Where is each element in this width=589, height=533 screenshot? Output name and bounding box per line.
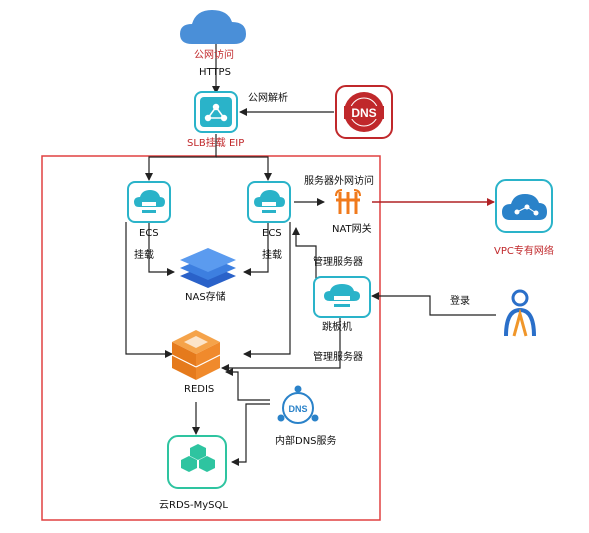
ecs-right-icon bbox=[247, 181, 291, 223]
arrow-bastion-to-ecs bbox=[292, 227, 317, 296]
arrow-user-to-bastion bbox=[371, 292, 496, 316]
label-server-outbound: 服务器外网访问 bbox=[304, 176, 374, 187]
arrow-ecs-right-to-redis bbox=[243, 222, 291, 358]
label-mount-left: 挂载 bbox=[134, 250, 154, 261]
label-https: HTTPS bbox=[199, 67, 231, 78]
arrow-ecs-left-to-nas bbox=[148, 222, 175, 276]
arrow-dns-to-rds bbox=[231, 403, 270, 466]
arrow-ecs-left-to-redis bbox=[125, 222, 173, 358]
label-ecs-right: ECS bbox=[262, 228, 282, 239]
redis-icon bbox=[171, 330, 221, 380]
ecs-left-icon bbox=[127, 181, 171, 223]
connectors bbox=[125, 44, 496, 466]
dns-globe-icon: DNS bbox=[335, 85, 393, 139]
arrow-bastion-to-redis bbox=[221, 318, 341, 372]
cloud-icon bbox=[180, 10, 246, 44]
label-bastion: 跳板机 bbox=[322, 322, 352, 333]
label-slb-eip: SLB挂载 EIP bbox=[187, 138, 245, 149]
dns-public-text: DNS bbox=[351, 106, 376, 120]
label-ecs-left: ECS bbox=[139, 228, 159, 239]
dns-internal-text: DNS bbox=[288, 404, 307, 414]
internal-dns-icon: DNS bbox=[277, 385, 319, 424]
label-internal-dns: 内部DNS服务 bbox=[275, 436, 337, 447]
arrow-dns-to-redis bbox=[225, 368, 270, 401]
label-public-access: 公网访问 bbox=[194, 50, 234, 61]
nat-gateway-icon bbox=[335, 189, 361, 214]
bastion-server-icon bbox=[313, 276, 371, 318]
label-nat: NAT网关 bbox=[332, 224, 372, 235]
vpc-icon bbox=[495, 179, 553, 233]
label-manage-server-1: 管理服务器 bbox=[313, 257, 363, 268]
slb-icon bbox=[194, 91, 238, 133]
arrow-slb-to-ecs-right bbox=[216, 156, 272, 181]
label-mount-right: 挂载 bbox=[262, 250, 282, 261]
label-login: 登录 bbox=[450, 296, 470, 307]
vpc-boundary bbox=[41, 155, 381, 521]
label-rds: 云RDS-MySQL bbox=[159, 500, 228, 511]
nas-storage-icon bbox=[180, 248, 236, 288]
label-redis: REDIS bbox=[184, 384, 215, 395]
label-public-dns: 公网解析 bbox=[248, 93, 288, 104]
arrow-ecs-right-to-nas bbox=[243, 222, 269, 276]
label-vpc: VPC专有网络 bbox=[494, 246, 554, 257]
rds-mysql-icon bbox=[167, 435, 227, 489]
arrow-slb-to-ecs-left bbox=[145, 134, 217, 181]
label-manage-server-2: 管理服务器 bbox=[313, 352, 363, 363]
label-nas: NAS存储 bbox=[185, 292, 226, 303]
user-icon bbox=[504, 289, 536, 337]
